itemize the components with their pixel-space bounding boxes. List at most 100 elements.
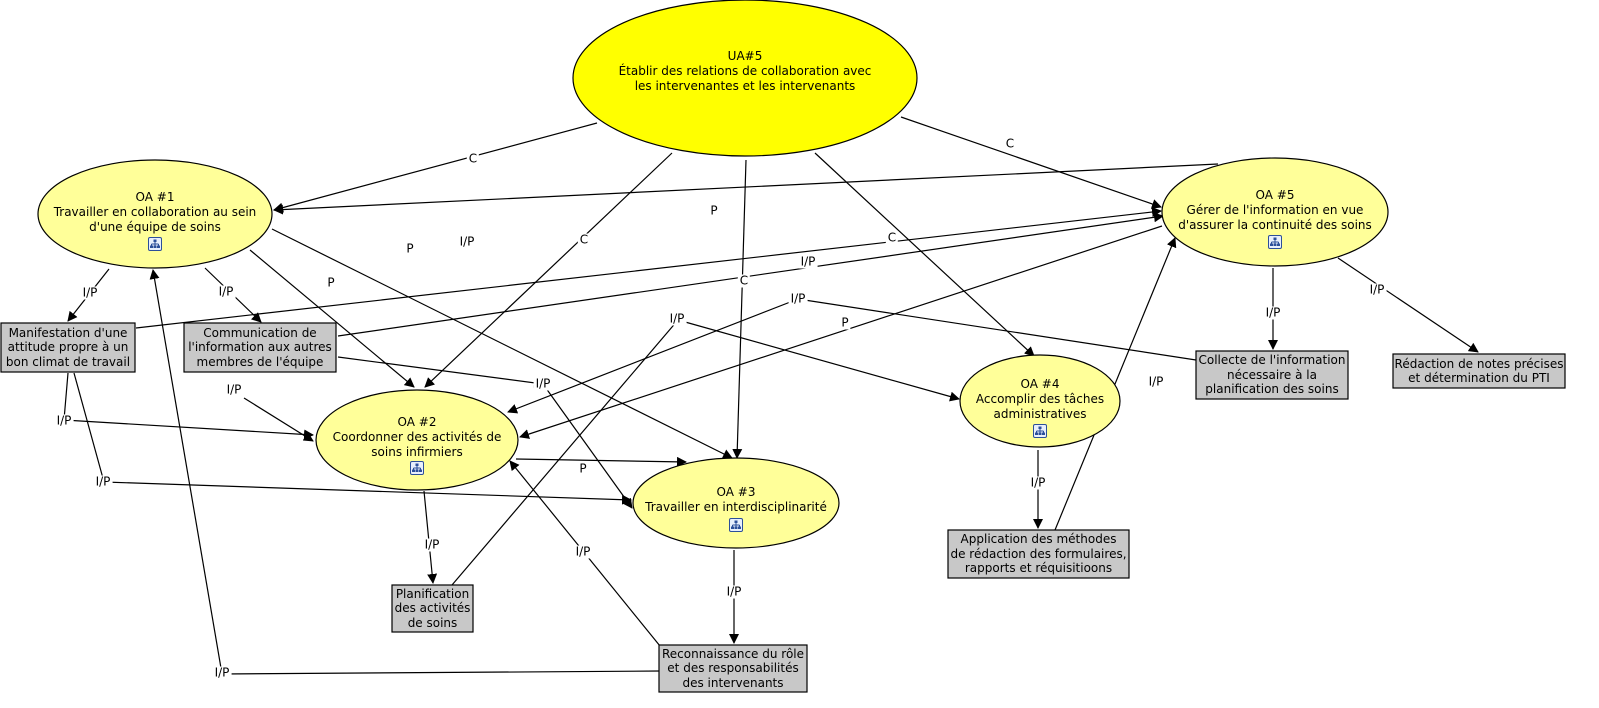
edge-label-oa1-oa3: P (404, 241, 416, 256)
box-communication[interactable]: Communication de l'information aux autre… (184, 323, 336, 372)
submap-icon-glyph (1270, 237, 1280, 246)
box-manifestation-line-2: attitude propre à un (7, 340, 129, 355)
box-collecte-line-2: nécessaire à la (1227, 367, 1317, 382)
box-communication-line-1: Communication de (203, 325, 317, 340)
node-ua5-shape[interactable] (572, 0, 918, 157)
node-oa3[interactable]: OA #3 Travailler en interdisciplinarité (636, 484, 836, 515)
connections (63, 116, 1479, 675)
box-manifestation-line-3: bon climat de travail (5, 354, 131, 369)
edge-label-oa5-redaction: I/P (1367, 282, 1387, 297)
node-ua5-line-1: UA#5 (727, 48, 763, 63)
box-redaction-line-2: et détermination du PTI (1408, 371, 1550, 385)
box-manifestation-line-1: Manifestation d'une (8, 325, 128, 340)
submap-icon-glyph (731, 520, 741, 529)
edge-label-oa2-oa3: P (577, 461, 589, 476)
node-oa1-line-1: OA #1 (135, 189, 175, 204)
node-oa5-shape[interactable] (1161, 157, 1389, 267)
node-oa1[interactable]: OA #1 Travailler en collaboration au sei… (45, 189, 265, 235)
edge-oa5-oa2 (519, 225, 1163, 439)
box-reconnaissance-line-1: Reconnaissance du rôle (661, 646, 805, 661)
box-collecte-shape[interactable] (1195, 350, 1349, 400)
edge-reconnaissance-oa1-b (149, 269, 223, 675)
box-manifestation[interactable]: Manifestation d'une attitude propre à un… (1, 323, 135, 372)
box-reconnaissance-line-2: et des responsabilités (667, 661, 799, 676)
edge-label-oa1-communication: I/P (216, 284, 236, 299)
node-oa4-line-3: administratives (993, 406, 1087, 421)
edge-label-communication-oa5: I/P (798, 254, 818, 269)
box-communication-shape[interactable] (183, 322, 337, 373)
box-application-shape[interactable] (947, 529, 1130, 579)
box-planification-shape[interactable] (391, 584, 474, 633)
submap-icon[interactable] (729, 518, 743, 532)
edge-label-oa1-oa2: P (325, 275, 337, 290)
box-planification-line-2: des activités (394, 601, 471, 616)
node-oa5-line-1: OA #5 (1255, 187, 1295, 202)
node-oa1-line-2: Travailler en collaboration au sein (53, 204, 257, 219)
box-application-line-1: Application des méthodes (960, 532, 1117, 547)
edge-label-ua5-oa4: C (885, 230, 899, 245)
edge-ua5-oa3 (732, 159, 747, 459)
box-planification[interactable]: Planification des activités de soins (392, 585, 473, 632)
node-oa1-shape[interactable] (37, 159, 273, 269)
edge-label-ua5-oa3: C (737, 273, 751, 288)
edge-label-oa2-planification: I/P (422, 537, 442, 552)
submap-icon-glyph (412, 463, 422, 472)
node-oa2-shape[interactable] (315, 389, 519, 491)
node-oa3-line-2: Travailler en interdisciplinarité (645, 499, 827, 514)
box-reconnaissance-shape[interactable] (658, 644, 808, 693)
submap-icon[interactable] (1033, 424, 1047, 438)
edge-label-reconnaissance-oa1: I/P (212, 665, 232, 680)
box-planification-line-1: Planification (395, 586, 470, 601)
box-collecte[interactable]: Collecte de l'information nécessaire à l… (1196, 351, 1348, 399)
edge-manifestation-oa2-b (63, 419, 314, 440)
node-oa4-shape[interactable] (959, 354, 1121, 448)
submap-icon-glyph (1035, 426, 1045, 435)
edge-oa5-oa1 (273, 163, 1219, 215)
box-reconnaissance-line-3: des intervenants (682, 675, 784, 690)
submap-icon[interactable] (148, 237, 162, 251)
edge-label-oa1-manifestation: I/P (80, 285, 100, 300)
submap-icon[interactable] (410, 461, 424, 475)
box-reconnaissance[interactable]: Reconnaissance du rôle et des responsabi… (659, 645, 807, 692)
edge-ua5-oa1 (273, 122, 598, 213)
edge-planification-oa4 (451, 319, 679, 586)
box-redaction-line-1: Rédaction de notes précises (1394, 356, 1564, 371)
box-application[interactable]: Application des méthodes de rédaction de… (948, 530, 1129, 578)
edge-label-manifestation-oa3: I/P (93, 474, 113, 489)
edge-manifestation-oa5 (135, 207, 1162, 329)
box-application-line-3: rapports et réquisitioons (964, 561, 1113, 576)
box-redaction-shape[interactable] (1392, 353, 1566, 389)
edge-oa2-oa3 (515, 456, 687, 467)
node-oa2[interactable]: OA #2 Coordonner des activités de soins … (317, 414, 517, 460)
node-oa4[interactable]: OA #4 Accomplir des tâches administrativ… (965, 376, 1115, 422)
edge-label-collecte-oa2: I/P (788, 291, 808, 306)
node-oa5[interactable]: OA #5 Gérer de l'information en vue d'as… (1165, 187, 1385, 233)
edge-communication-oa5 (337, 212, 1164, 337)
edge-oa5-redaction (1337, 257, 1479, 353)
submap-icon[interactable] (1268, 235, 1282, 249)
box-redaction[interactable]: Rédaction de notes précises et détermina… (1393, 354, 1565, 388)
box-communication-line-2: l'information aux autres (188, 340, 332, 355)
edge-communication-oa3 (337, 356, 544, 388)
edge-label-application-oa5: I/P (1146, 374, 1166, 389)
edge-label-ua5-oa5: C (1003, 136, 1017, 151)
box-manifestation-shape[interactable] (0, 322, 136, 373)
box-collecte-line-3: planification des soins (1205, 382, 1339, 397)
edge-label-ua5-oa1: C (466, 151, 480, 166)
node-oa1-line-3: d'une équipe de soins (89, 219, 221, 234)
node-ua5-line-2: Établir des relations de collaboration a… (618, 63, 872, 78)
box-application-line-2: de rédaction des formulaires, (950, 546, 1127, 561)
edge-label-oa3-reconnaissance: I/P (724, 584, 744, 599)
node-oa3-shape[interactable] (632, 457, 840, 549)
node-ua5[interactable]: UA#5 Établir des relations de collaborat… (585, 40, 905, 102)
submap-icon-glyph (150, 239, 160, 248)
edge-oa1-oa3 (271, 228, 733, 459)
node-oa2-line-2: Coordonner des activités de (332, 429, 502, 444)
edge-collecte-oa2-b (507, 298, 799, 414)
edge-manifestation-oa3 (73, 372, 105, 483)
edge-label-oa4-application: I/P (1028, 475, 1048, 490)
edge-manifestation-oa3-b (103, 481, 632, 505)
edge-label-oa5-collecte: I/P (1263, 305, 1283, 320)
node-ua5-line-3: les intervenantes et les intervenants (634, 78, 856, 93)
